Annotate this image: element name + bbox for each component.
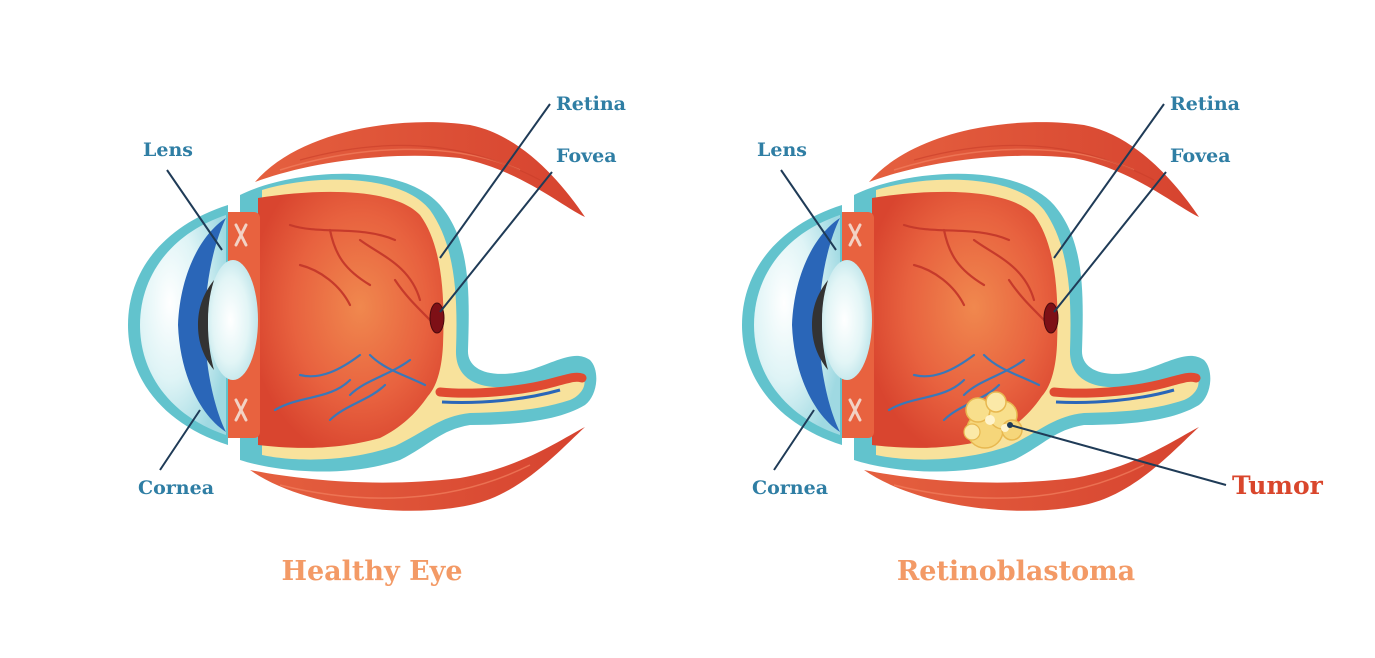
healthy-eye-illustration xyxy=(128,122,596,511)
fovea-label: Fovea xyxy=(556,145,617,167)
cornea-leader-line xyxy=(773,409,815,471)
lens-leader-line xyxy=(780,169,837,251)
fovea-label: Fovea xyxy=(1170,145,1231,167)
tumor-leader-line xyxy=(1009,424,1227,486)
retina-label: Retina xyxy=(1170,93,1240,115)
retina-leader-line xyxy=(1053,103,1165,259)
lens-leader-line xyxy=(166,169,223,251)
tumor-label: Tumor xyxy=(1232,471,1324,500)
retina-leader-line xyxy=(439,103,551,259)
tumor-leader-dot xyxy=(1007,422,1013,428)
retinoblastoma-caption: Retinoblastoma xyxy=(897,556,1135,587)
healthy-eye-caption: Healthy Eye xyxy=(281,556,462,587)
tumor-mass xyxy=(963,391,1023,449)
cornea-leader-line xyxy=(159,409,201,471)
lens-label: Lens xyxy=(143,139,193,161)
retinoblastoma-eye-illustration xyxy=(742,122,1210,511)
retinoblastoma-diagram: Lens Cornea Retina Fovea Tumor Retinobla… xyxy=(742,93,1324,587)
healthy-eye-diagram: Lens Cornea Retina Fovea Healthy Eye xyxy=(128,93,626,587)
fovea-leader-line xyxy=(1053,171,1167,313)
fovea-leader-line xyxy=(439,171,553,313)
cornea-label: Cornea xyxy=(752,477,828,499)
lens-label: Lens xyxy=(757,139,807,161)
retina-label: Retina xyxy=(556,93,626,115)
cornea-label: Cornea xyxy=(138,477,214,499)
